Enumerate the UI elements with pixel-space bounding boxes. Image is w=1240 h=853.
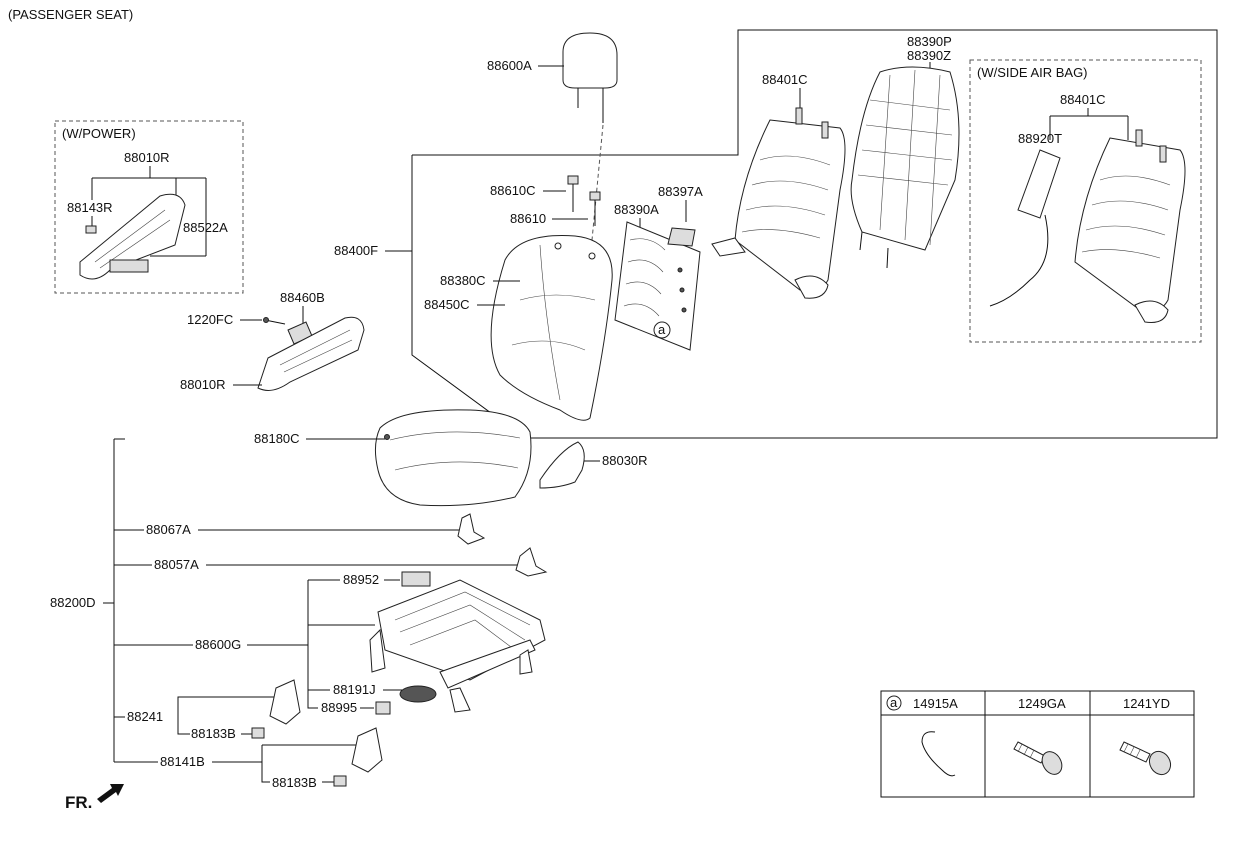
fastener-col-3: 1241YD	[1123, 696, 1170, 711]
front-direction-label: FR.	[65, 793, 92, 812]
label-88390Z: 88390Z	[907, 48, 951, 63]
label-88057A: 88057A	[154, 557, 199, 572]
seatback-board-part	[850, 66, 960, 269]
label-88397A: 88397A	[658, 184, 703, 199]
label-88920T: 88920T	[1018, 131, 1062, 146]
label-88600A: 88600A	[487, 58, 532, 73]
seat-cushion-part	[374, 409, 532, 507]
headrest-part	[562, 32, 618, 241]
sensor-88952-part	[401, 571, 431, 587]
label-88401C-sab: 88401C	[1060, 92, 1106, 107]
label-88400F: 88400F	[334, 243, 378, 258]
fastener-col-1: 14915A	[913, 696, 958, 711]
side-airbag-module-part	[989, 149, 1061, 307]
fastener-table-marker: a	[890, 695, 898, 710]
seatback-pad-parts	[614, 221, 701, 351]
side-airbag-option-label: (W/SIDE AIR BAG)	[977, 65, 1088, 80]
label-88241: 88241	[127, 709, 163, 724]
headrest-guide-parts	[567, 175, 601, 226]
seat-cushion-frame-part	[369, 579, 546, 713]
label-88141B: 88141B	[160, 754, 205, 769]
label-88191J: 88191J	[333, 682, 376, 697]
label-88183B-1: 88183B	[191, 726, 236, 741]
label-88600G: 88600G	[195, 637, 241, 652]
bracket-88241-part	[269, 679, 301, 725]
label-88390P: 88390P	[907, 34, 952, 49]
label-88390A: 88390A	[614, 202, 659, 217]
seatback-cover-part	[490, 235, 613, 421]
label-88030R: 88030R	[602, 453, 648, 468]
label-88460B: 88460B	[280, 290, 325, 305]
pad-88191J-part	[399, 685, 437, 703]
side-airbag-option-box	[969, 59, 1202, 343]
callout-a-circle	[653, 321, 671, 339]
front-arrow-icon	[97, 784, 124, 803]
clip-88995-part	[375, 701, 391, 715]
backrest-assembly-box	[411, 29, 1218, 439]
label-88380C: 88380C	[440, 273, 486, 288]
callout-a-label: a	[658, 322, 666, 337]
seatback-frame-part	[711, 107, 846, 299]
power-option-label: (W/POWER)	[62, 126, 136, 141]
fastener-table: a 14915A 1249GA 1241YD	[880, 690, 1195, 798]
bracket-88057A-part	[515, 547, 548, 577]
label-88010R: 88010R	[180, 377, 226, 392]
cap-88183B-1-part	[251, 727, 265, 739]
cap-88183B-2-part	[333, 775, 347, 787]
label-88450C: 88450C	[424, 297, 470, 312]
power-option-box	[54, 120, 244, 294]
bracket-88067A-part	[457, 513, 486, 545]
hook-clip-icon	[921, 731, 956, 777]
label-88522A: 88522A	[183, 220, 228, 235]
power-side-cover-part	[79, 193, 186, 280]
label-88610C: 88610C	[490, 183, 536, 198]
screw-1241YD-icon	[1119, 741, 1172, 776]
cushion-side-cover-part	[539, 441, 585, 489]
label-88180C: 88180C	[254, 431, 300, 446]
label-88401C-main: 88401C	[762, 72, 808, 87]
screw-1249GA-icon	[1013, 741, 1063, 775]
side-airbag-frame-part	[1074, 129, 1186, 323]
label-88010R-power: 88010R	[124, 150, 170, 165]
label-88067A: 88067A	[146, 522, 191, 537]
label-88200D: 88200D	[50, 595, 96, 610]
label-88995: 88995	[321, 700, 357, 715]
label-88610: 88610	[510, 211, 546, 226]
label-88952: 88952	[343, 572, 379, 587]
fastener-col-2: 1249GA	[1018, 696, 1066, 711]
label-88143R: 88143R	[67, 200, 113, 215]
label-88183B-2: 88183B	[272, 775, 317, 790]
bracket-88141B-part	[351, 727, 383, 773]
label-1220FC: 1220FC	[187, 312, 233, 327]
diagram-title: (PASSENGER SEAT)	[8, 7, 133, 22]
recliner-cover-part	[257, 316, 365, 391]
